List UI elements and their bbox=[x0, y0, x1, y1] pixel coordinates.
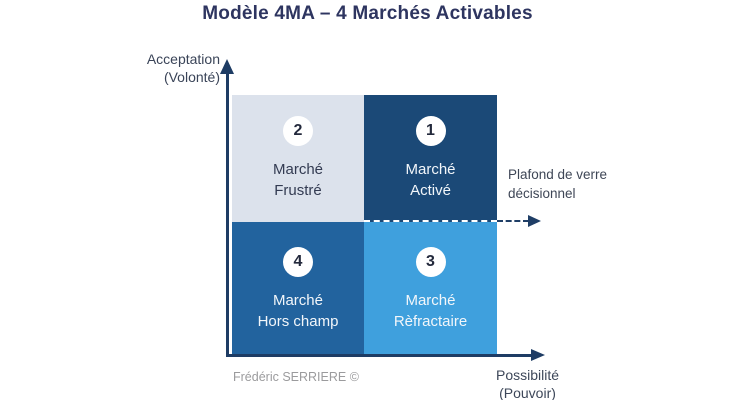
quadrant-label: Marché Frustré bbox=[273, 159, 323, 201]
quadrant-label-line2: Hors champ bbox=[257, 312, 339, 330]
glass-ceiling-dashed-line-outer bbox=[497, 220, 529, 222]
quadrant-label-line1: Marché bbox=[405, 161, 456, 178]
quadrant-marche-active: 1 Marché Activé bbox=[364, 95, 497, 222]
annotation-line1: Plafond de verre bbox=[508, 167, 608, 182]
glass-ceiling-arrowhead-icon bbox=[528, 215, 541, 227]
y-axis-arrowhead-icon bbox=[220, 59, 234, 74]
x-axis-label: Possibilité (Pouvoir) bbox=[475, 366, 580, 400]
y-axis-line bbox=[226, 72, 229, 357]
quadrant-matrix: 2 Marché Frustré 1 Marché Activé 4 March… bbox=[232, 95, 497, 356]
quadrant-label-line2: Activé bbox=[410, 182, 451, 199]
quadrant-label-line1: Marché bbox=[405, 291, 456, 309]
quadrant-label: Marché Rèfractaire bbox=[394, 290, 467, 332]
y-axis-label-line1: Acceptation bbox=[146, 51, 220, 67]
quadrant-number-badge: 1 bbox=[415, 116, 446, 146]
x-axis-line bbox=[226, 354, 532, 357]
quadrant-label-line1: Marché bbox=[272, 291, 323, 309]
glass-ceiling-dashed-line-inner bbox=[364, 220, 497, 222]
quadrant-number-badge: 2 bbox=[283, 116, 313, 146]
x-axis-arrowhead-icon bbox=[531, 349, 545, 361]
quadrant-label-line1: Marché bbox=[272, 161, 324, 178]
quadrant-marche-hors-champ: 4 Marché Hors champ bbox=[232, 222, 364, 356]
quadrant-label: Marché Hors champ bbox=[258, 290, 339, 332]
page-title: Modèle 4MA – 4 Marchés Activables bbox=[202, 3, 533, 24]
quadrant-label-line2: Frustré bbox=[274, 182, 322, 199]
glass-ceiling-annotation: Plafond de verre décisionnel bbox=[508, 166, 638, 203]
quadrant-number-badge: 4 bbox=[283, 246, 313, 277]
attribution-text: Frédéric SERRIERE © bbox=[233, 370, 359, 384]
y-axis-label-line2: (Volonté) bbox=[163, 69, 220, 86]
y-axis-label: Acceptation (Volonté) bbox=[100, 50, 220, 86]
quadrant-number-badge: 3 bbox=[415, 246, 446, 277]
quadrant-marche-refractaire: 3 Marché Rèfractaire bbox=[364, 222, 497, 356]
x-axis-label-line1: Possibilité bbox=[495, 367, 560, 383]
annotation-line2: décisionnel bbox=[508, 185, 576, 201]
quadrant-label-line2: Rèfractaire bbox=[393, 312, 468, 330]
quadrant-marche-frustre: 2 Marché Frustré bbox=[232, 95, 364, 222]
x-axis-label-line2: (Pouvoir) bbox=[499, 385, 556, 400]
quadrant-label: Marché Activé bbox=[405, 159, 455, 201]
